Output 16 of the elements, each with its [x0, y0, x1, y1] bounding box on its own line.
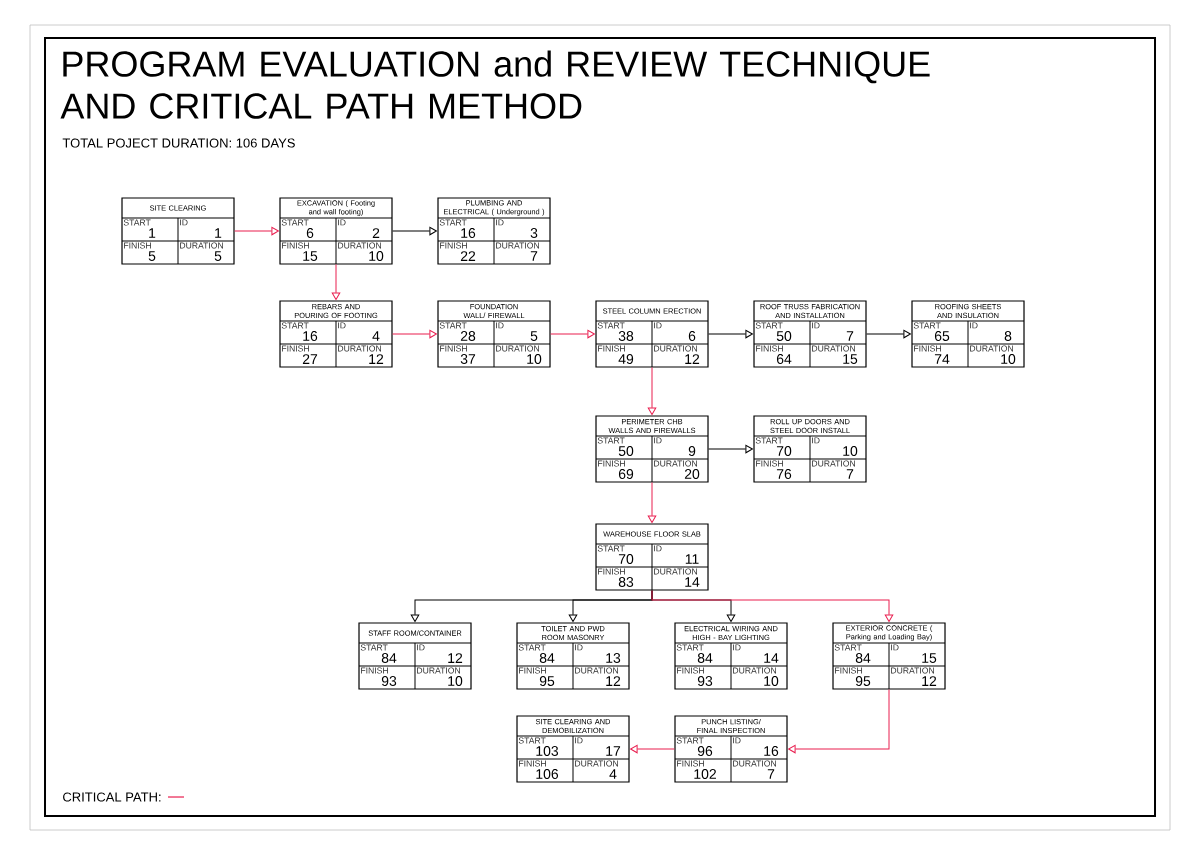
title: PROGRAM EVALUATION and REVIEW TECHNIQUE AND CRITICAL PATH METHOD: [60, 50, 930, 119]
duration-note: TOTAL POJECT DURATION: 106 DAYS: [62, 138, 295, 148]
arrow: [788, 689, 890, 754]
arrow: [550, 329, 595, 339]
arrow: [708, 329, 753, 339]
arrow: [647, 367, 657, 415]
arrow: [708, 444, 753, 454]
arrow: [234, 226, 279, 236]
arrow: [651, 590, 894, 622]
arrow: [647, 482, 657, 523]
arrow: [630, 744, 675, 754]
arrow: [392, 329, 437, 339]
arrow: [392, 226, 437, 236]
arrow: [331, 264, 341, 300]
arrow: [866, 329, 911, 339]
legend-label: CRITICAL PATH:: [63, 792, 161, 802]
